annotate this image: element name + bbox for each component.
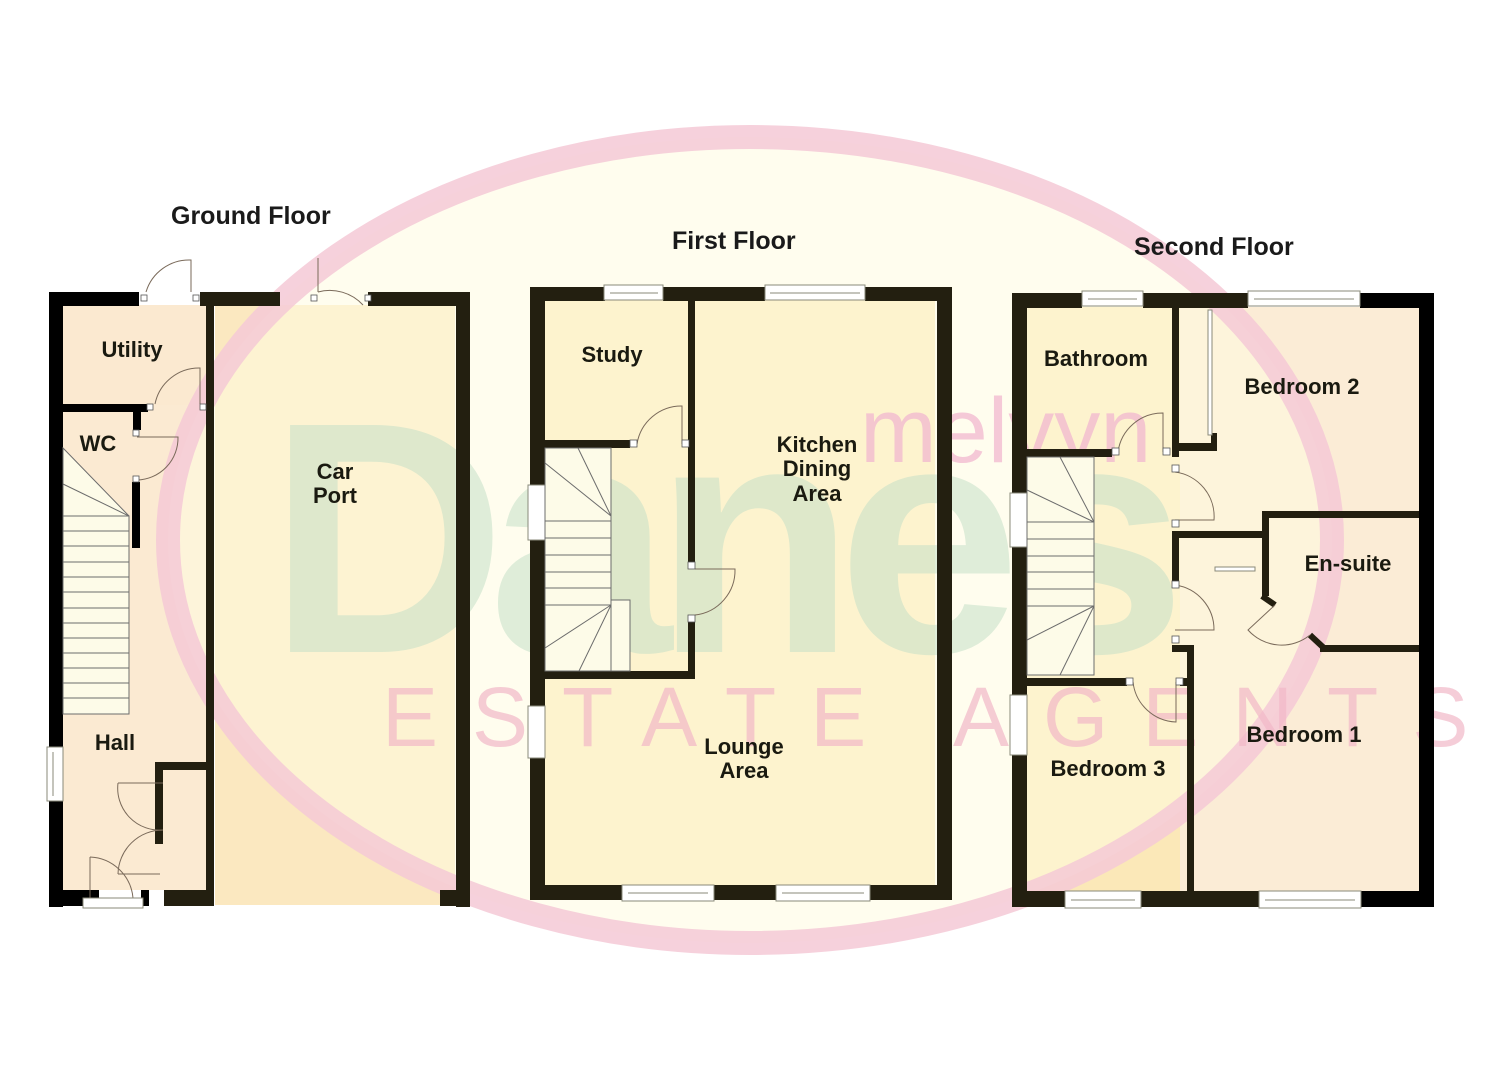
room-label-en-suite: En-suite <box>1305 551 1392 576</box>
room-label-hall: Hall <box>95 730 135 755</box>
room-label-car-port: Car <box>317 459 354 484</box>
watermark-melvyn: melvyn <box>860 380 1151 482</box>
room-label-bathroom: Bathroom <box>1044 346 1148 371</box>
watermark: Danes melvyn ESTATE AGENTS <box>156 125 1485 955</box>
room-label-bedroom-3: Bedroom 3 <box>1051 756 1166 781</box>
bathroom-door[interactable] <box>1117 412 1164 453</box>
utility-back-door[interactable] <box>145 259 192 293</box>
room-label-bedroom-2: Bedroom 2 <box>1245 374 1360 399</box>
room-label-kitchen-2: Dining <box>783 456 851 481</box>
first-floor-stairs <box>544 447 631 672</box>
second-floor: Second Floor <box>1009 233 1434 909</box>
wardrobe-sliding-doors[interactable] <box>1207 309 1213 436</box>
stair-window-2 <box>1009 492 1028 548</box>
study-door[interactable] <box>636 405 683 445</box>
ensuite-door[interactable] <box>1247 604 1311 646</box>
bedroom2-door[interactable] <box>1174 471 1215 521</box>
car-port-door[interactable] <box>317 258 364 306</box>
utility-floor <box>63 305 208 405</box>
second-floor-title: Second Floor <box>1134 233 1294 261</box>
stair-window <box>527 484 546 541</box>
front-door[interactable] <box>89 856 134 899</box>
lounge-side-window <box>527 705 546 759</box>
ground-stairs <box>62 446 130 715</box>
watermark-estate-agents: ESTATE AGENTS <box>382 670 1485 764</box>
bedroom3-door[interactable] <box>1132 681 1177 723</box>
bedroom1-door[interactable] <box>1174 584 1215 631</box>
utility-door[interactable] <box>154 367 201 405</box>
room-label-study: Study <box>581 342 643 367</box>
bedroom3-side-window <box>1009 694 1028 756</box>
front-door-step <box>82 897 144 909</box>
room-label-lounge-2: Area <box>720 758 770 783</box>
room-label-utility: Utility <box>101 337 163 362</box>
wc-door[interactable] <box>136 436 179 481</box>
kitchen-door[interactable] <box>694 568 736 616</box>
room-label-kitchen-3: Area <box>793 481 843 506</box>
hall-inner-door[interactable] <box>117 829 164 875</box>
hall-window <box>46 746 64 802</box>
room-label-kitchen: Kitchen <box>777 432 858 457</box>
ground-floor-title: Ground Floor <box>171 202 331 230</box>
first-floor-title: First Floor <box>672 227 796 255</box>
cupboard-door[interactable] <box>117 782 164 831</box>
second-floor-stairs <box>1026 456 1095 676</box>
cupboard-sliding-doors[interactable] <box>1214 566 1256 572</box>
room-label-car-port-2: Port <box>313 483 358 508</box>
room-label-lounge: Lounge <box>704 734 783 759</box>
room-label-bedroom-1: Bedroom 1 <box>1247 722 1362 747</box>
ground-floor: Ground Floor <box>46 202 470 909</box>
first-floor: First Floor <box>527 227 952 902</box>
room-label-wc: WC <box>80 431 117 456</box>
